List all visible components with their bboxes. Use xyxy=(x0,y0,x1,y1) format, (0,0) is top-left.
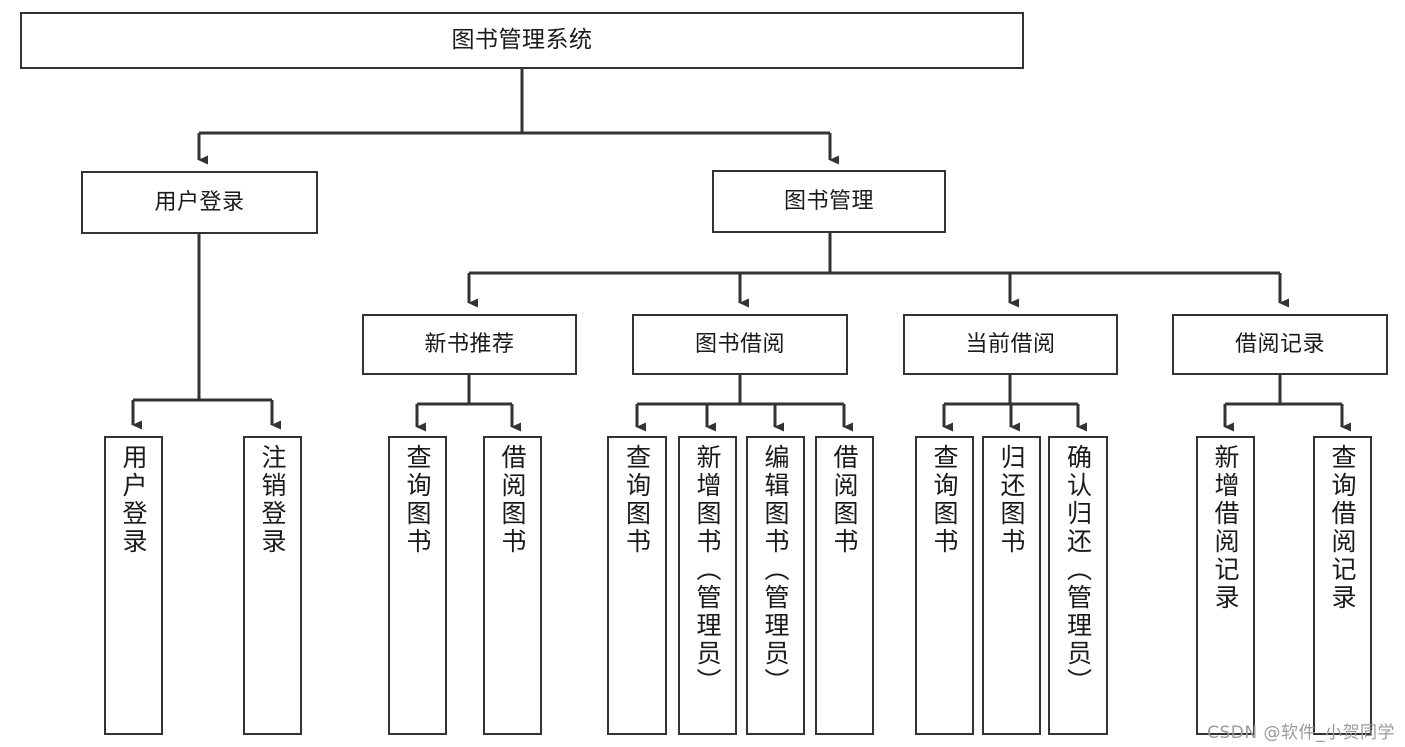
leaf-borrow-book-2[interactable]: 借阅图书 xyxy=(815,436,874,735)
node-label: 查询图书 xyxy=(403,444,432,556)
leaf-borrow-book-1[interactable]: 借阅图书 xyxy=(483,436,542,735)
node-label: 图书管理系统 xyxy=(451,26,593,53)
node-book-manage[interactable]: 图书管理 xyxy=(712,170,946,233)
node-book-borrow[interactable]: 图书借阅 xyxy=(632,314,848,375)
watermark-text: CSDN @软件_小贺同学 xyxy=(1207,723,1395,743)
node-label: 用户登录 xyxy=(119,444,148,556)
leaf-logout-login[interactable]: 注销登录 xyxy=(243,436,302,735)
node-label: 查询图书 xyxy=(930,444,959,556)
leaf-query-book-1[interactable]: 查询图书 xyxy=(388,436,447,735)
leaf-confirm-return-admin[interactable]: 确认归还（管理员） xyxy=(1048,436,1108,735)
leaf-query-borrow-record[interactable]: 查询借阅记录 xyxy=(1313,436,1372,735)
leaf-query-book-3[interactable]: 查询图书 xyxy=(915,436,974,735)
node-root-system[interactable]: 图书管理系统 xyxy=(20,12,1024,69)
node-borrow-record[interactable]: 借阅记录 xyxy=(1172,314,1388,375)
node-user-login[interactable]: 用户登录 xyxy=(81,171,318,234)
node-label: 图书借阅 xyxy=(694,331,785,357)
node-label: 用户登录 xyxy=(154,189,245,215)
leaf-add-book-admin[interactable]: 新增图书（管理员） xyxy=(678,436,737,735)
node-label: 归还图书 xyxy=(997,444,1026,556)
node-current-borrow[interactable]: 当前借阅 xyxy=(903,314,1118,375)
leaf-edit-book-admin[interactable]: 编辑图书（管理员） xyxy=(746,436,805,735)
leaf-query-book-2[interactable]: 查询图书 xyxy=(607,436,667,735)
node-label: 确认归还（管理员） xyxy=(1063,444,1093,696)
node-label: 新增借阅记录 xyxy=(1211,444,1240,612)
node-label: 借阅图书 xyxy=(498,444,527,556)
leaf-add-borrow-record[interactable]: 新增借阅记录 xyxy=(1196,436,1255,735)
node-label: 查询图书 xyxy=(622,444,652,556)
node-label: 编辑图书（管理员） xyxy=(761,444,790,696)
node-label: 新增图书（管理员） xyxy=(693,444,722,696)
leaf-user-login[interactable]: 用户登录 xyxy=(104,436,163,735)
node-label: 图书管理 xyxy=(783,188,874,214)
node-label: 借阅图书 xyxy=(830,444,859,556)
node-new-book-recommend[interactable]: 新书推荐 xyxy=(362,314,577,375)
leaf-return-book[interactable]: 归还图书 xyxy=(982,436,1041,735)
node-label: 新书推荐 xyxy=(424,331,515,357)
node-label: 借阅记录 xyxy=(1234,331,1325,357)
node-label: 查询借阅记录 xyxy=(1328,444,1357,612)
node-label: 当前借阅 xyxy=(965,331,1056,357)
node-label: 注销登录 xyxy=(258,444,287,556)
